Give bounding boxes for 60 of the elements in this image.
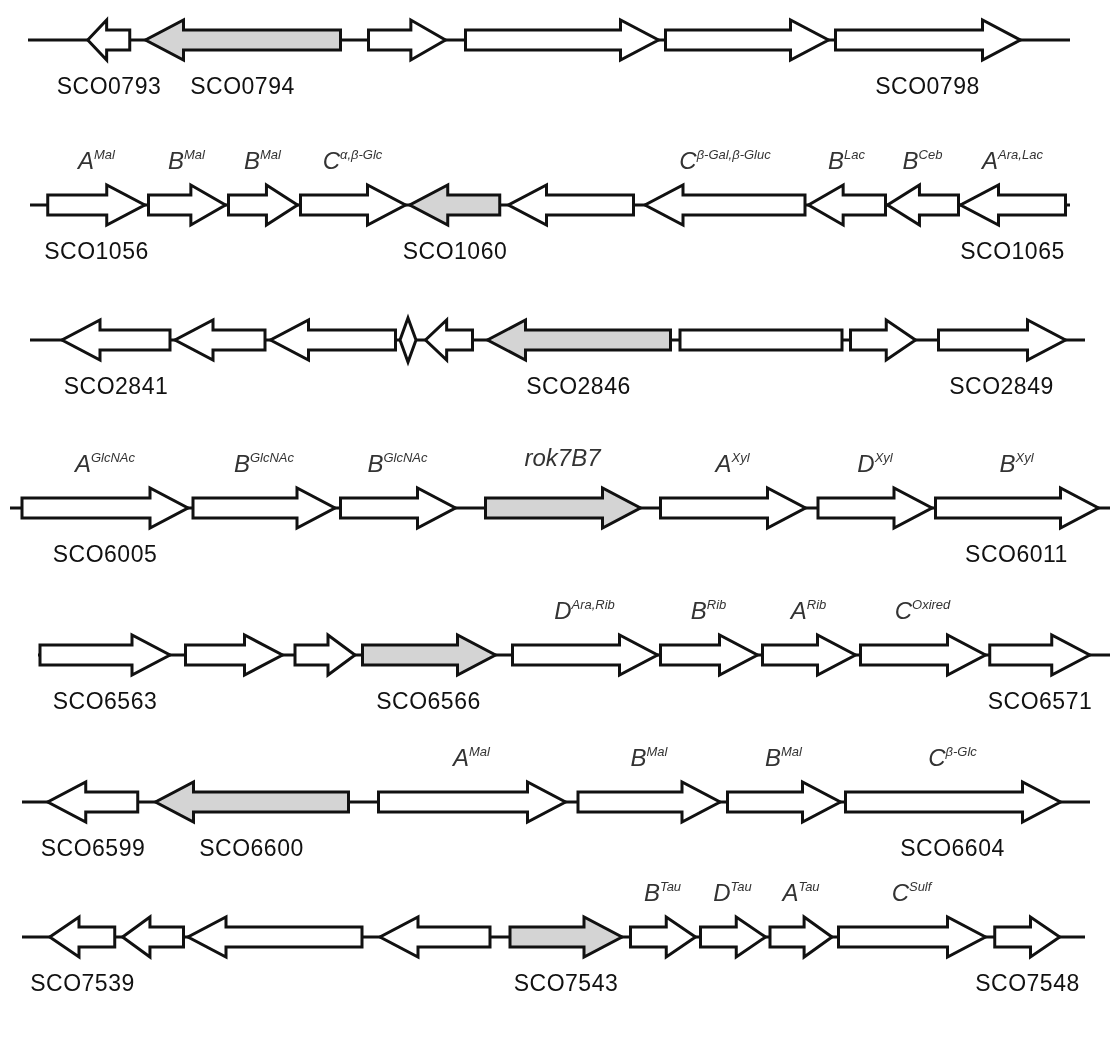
- gene-name: D$^{Tau}$: [713, 878, 752, 901]
- gene-name: B$^{Mal}$: [244, 146, 281, 169]
- locus-tag: SCO0794: [190, 72, 295, 100]
- locus-tag: SCO2841: [63, 372, 169, 400]
- locus-tag: SCO0793: [56, 72, 162, 100]
- gene-name: B$^{Mal}$: [168, 146, 205, 169]
- gene-name: A$^{Xyl}$: [715, 449, 750, 472]
- locus-tag: SCO2846: [526, 372, 631, 400]
- gene-symbol: [463, 17, 662, 63]
- locus-tag: SCO7539: [30, 969, 135, 997]
- locus-tag: SCO6005: [52, 540, 158, 568]
- gene-name: D$^{Xyl}$: [857, 449, 893, 472]
- gene-symbol: [171, 317, 267, 363]
- gene-name: C$^{Oxired}$: [894, 596, 951, 619]
- gene-symbol: [422, 316, 474, 364]
- gene-name: B$^{Tau}$: [643, 878, 682, 901]
- locus-tag: SCO0798: [875, 72, 980, 100]
- locus-tag: SCO6566: [376, 687, 481, 715]
- gene-name: rok7B7: [524, 444, 601, 472]
- gene-symbol: [848, 317, 918, 363]
- locus-tag: SCO6600: [199, 834, 304, 862]
- gene-bar: [678, 328, 844, 352]
- gene-name: B$^{Mal}$: [630, 743, 668, 766]
- gene-name: B$^{GlcNAc}$: [367, 449, 428, 472]
- gene-symbol: [184, 914, 364, 960]
- locus-tag: SCO6011: [965, 540, 1068, 568]
- gene-symbol: [119, 914, 185, 960]
- gene-name: C$^{Sulf}$: [891, 878, 932, 901]
- gene-name: C$^{β-Glc}$: [928, 743, 977, 766]
- gene-name: A$^{Mal}$: [453, 743, 490, 766]
- locus-tag: SCO6604: [900, 834, 1005, 862]
- gene-name: B$^{Lac}$: [828, 146, 865, 169]
- gene-name: B$^{Xyl}$: [999, 449, 1034, 472]
- gene-name: D$^{Ara,Rib}$: [554, 596, 615, 619]
- gene-name: B$^{GlcNAc}$: [233, 449, 295, 472]
- gene-name: A$^{GlcNAc}$: [74, 449, 136, 472]
- gene-name: A$^{Tau}$: [782, 878, 820, 901]
- gene-symbol: [366, 17, 448, 63]
- gene-name: B$^{Rib}$: [690, 596, 727, 619]
- locus-tag: SCO7548: [975, 969, 1080, 997]
- gene-symbol: [663, 17, 832, 63]
- gene-symbol: [376, 914, 492, 960]
- gene-symbol: [183, 632, 286, 678]
- gene-name: C$^{β-Gal,β-Gluc}$: [679, 146, 771, 169]
- gene-name: A$^{Ara,Lac}$: [982, 146, 1043, 169]
- locus-tag: SCO1060: [402, 237, 508, 265]
- locus-tag: SCO6599: [40, 834, 146, 862]
- locus-tag: SCO2849: [949, 372, 1054, 400]
- gene-name: B$^{Mal}$: [765, 743, 802, 766]
- locus-tag: SCO6563: [52, 687, 158, 715]
- locus-tag: SCO1065: [960, 237, 1065, 265]
- gene-name: B$^{Ceb}$: [902, 146, 943, 169]
- locus-tag: SCO1056: [44, 237, 149, 265]
- locus-tag: SCO6571: [987, 687, 1093, 715]
- gene-name: A$^{Mal}$: [78, 146, 115, 169]
- gene-name: C$^{α,β-Glc}$: [322, 146, 383, 169]
- gene-symbol: [504, 182, 635, 228]
- locus-tag: SCO7543: [513, 969, 619, 997]
- gene-symbol: [293, 632, 358, 678]
- gene-name: A$^{Rib}$: [790, 596, 827, 619]
